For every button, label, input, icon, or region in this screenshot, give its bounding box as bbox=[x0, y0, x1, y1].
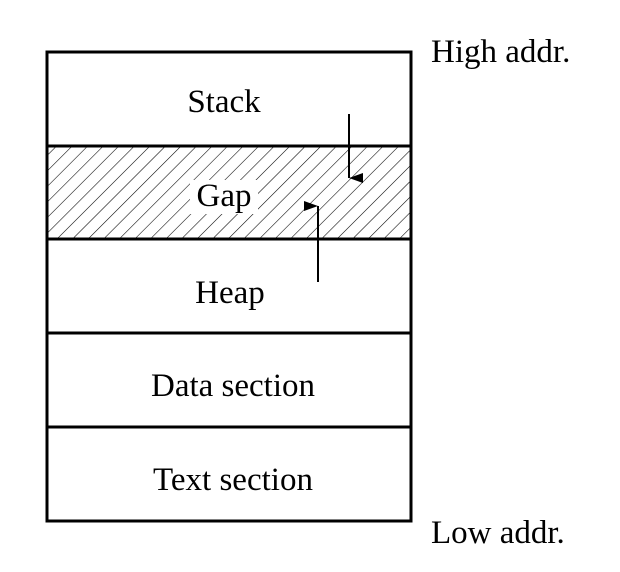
segment-label-data: Data section bbox=[151, 368, 315, 404]
high-address-label: High addr. bbox=[431, 34, 570, 70]
segment-label-heap: Heap bbox=[195, 275, 265, 311]
memory-frame bbox=[45, 50, 413, 523]
gap-label-backdrop bbox=[190, 180, 258, 214]
low-address-label: Low addr. bbox=[431, 515, 565, 551]
segment-label-text: Text section bbox=[153, 462, 313, 498]
segment-label-stack: Stack bbox=[187, 84, 261, 120]
segment-label-gap: Gap bbox=[197, 178, 252, 214]
